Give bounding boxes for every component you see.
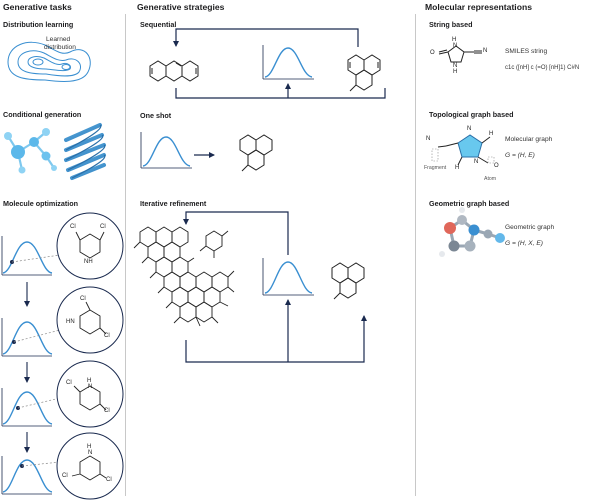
atom-label-cl: Cl <box>62 473 68 479</box>
smiles-value: c1c ([nH] c (=O) [nH]1) C#N <box>505 65 580 71</box>
sequential-distribution-plot <box>262 45 314 80</box>
atom-label-h: H <box>87 444 92 450</box>
ball-and-stick-molecule-icon <box>4 128 57 174</box>
column-divider <box>125 14 126 496</box>
learned-distribution-label-line2: distribution <box>44 44 76 51</box>
topological-graph-heading: Topological graph based <box>429 110 514 119</box>
optimization-dashed-links <box>11 254 61 467</box>
candidate-molecule-circles <box>56 212 124 500</box>
one-shot-product-molecule <box>239 134 273 172</box>
column-divider <box>415 14 416 496</box>
atom-label-n: N <box>88 384 93 390</box>
atom-label-cl: Cl <box>80 296 86 302</box>
atom-label-n: N <box>483 48 488 54</box>
iterative-product-molecule <box>331 262 365 300</box>
phenanthrene-molecule <box>149 60 199 82</box>
piperidine-rings <box>71 231 107 481</box>
atom-label-n: N <box>474 159 479 165</box>
molecule-optimization-heading: Molecule optimization <box>3 199 79 208</box>
iterative-feedback-arrows <box>183 211 367 363</box>
atom-label-h: H <box>452 37 457 43</box>
protein-helix-ribbon-icon <box>64 123 106 180</box>
one-shot-heading: One shot <box>140 111 172 120</box>
atom-label-cl: Cl <box>66 380 72 386</box>
atom-annotation-label: Atom <box>484 176 497 182</box>
atom-label-n: N <box>453 63 458 69</box>
methyl-phenanthrene-molecule <box>347 54 381 92</box>
geometric-graph-label: Geometric graph <box>505 224 555 231</box>
molecular-graph-label: Molecular graph <box>505 136 553 143</box>
one-shot-distribution-plot <box>140 132 192 169</box>
atom-label-h: H <box>87 378 92 384</box>
atom-label-h: H <box>489 131 494 137</box>
atom-label-h: H <box>453 69 458 75</box>
atom-label-n: N <box>88 450 93 456</box>
atom-label-n: N <box>453 43 458 49</box>
atom-label-h: H <box>455 165 460 171</box>
string-based-heading: String based <box>429 20 473 29</box>
sequential-heading: Sequential <box>140 20 177 29</box>
atom-label-cl: Cl <box>70 224 76 230</box>
molecule-optimization-curves <box>1 236 53 495</box>
atom-label-o: O <box>430 50 435 56</box>
iterative-refinement-heading: Iterative refinement <box>140 199 207 208</box>
topological-molecule-graph <box>431 134 495 166</box>
conditional-generation-heading: Conditional generation <box>3 110 82 119</box>
atom-label-nh: NH <box>84 259 93 265</box>
smiles-label: SMILES string <box>505 48 548 55</box>
atom-label-n: N <box>426 136 431 142</box>
column-heading-generative-strategies: Generative strategies <box>137 2 225 12</box>
geometric-graph-formula: G = (H, X, E) <box>505 240 543 247</box>
string-molecule-structure <box>438 45 482 63</box>
iterative-distribution-plot <box>262 258 314 296</box>
sequential-flow-arrows <box>173 28 386 99</box>
fragment-label: Fragment <box>424 165 447 171</box>
atom-label-o: O <box>494 163 499 169</box>
column-heading-molecular-representations: Molecular representations <box>425 2 532 12</box>
atom-label-cl: Cl <box>104 333 110 339</box>
molecular-graph-formula: G = (H, E) <box>505 152 535 159</box>
atom-label-cl: Cl <box>104 408 110 414</box>
iterative-intermediate-molecules <box>133 226 235 327</box>
learned-distribution-label-line1: Learned <box>46 36 71 43</box>
learned-distribution-contours <box>7 41 91 83</box>
geometric-molecule-graph <box>439 207 505 257</box>
column-heading-generative-tasks: Generative tasks <box>3 2 72 12</box>
atom-label-hn: HN <box>66 319 75 325</box>
atom-label-cl: Cl <box>106 477 112 483</box>
geometric-graph-heading: Geometric graph based <box>429 199 510 208</box>
distribution-learning-heading: Distribution learning <box>3 20 74 29</box>
atom-label-n: N <box>467 126 472 132</box>
optimization-markers <box>10 260 24 468</box>
atom-label-cl: Cl <box>100 224 106 230</box>
